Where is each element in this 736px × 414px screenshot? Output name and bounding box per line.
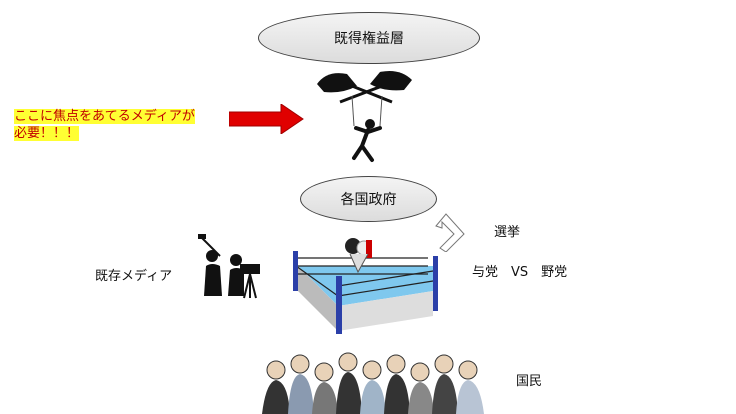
callout-text: ここに焦点をあてるメディアが 必要！！！	[14, 108, 195, 142]
puppeteer-hands-icon	[317, 71, 412, 162]
government-ellipse: 各国政府	[300, 176, 437, 222]
media-camera-crew-icon	[198, 234, 260, 299]
government-label: 各国政府	[340, 192, 397, 208]
vested-interests-ellipse: 既得権益層	[258, 12, 480, 64]
boxing-ring-icon	[293, 238, 438, 334]
citizens-label: 国民	[516, 374, 543, 389]
existing-media-label: 既存メディア	[95, 269, 173, 284]
vested-interests-label: 既得権益層	[334, 31, 404, 47]
red-arrow-icon	[229, 104, 304, 134]
chevron-arrow-icon	[435, 213, 465, 252]
callout-line-1: ここに焦点をあてるメディアが	[14, 109, 195, 124]
parties-label: 与党 VS 野党	[472, 265, 568, 280]
callout-line-2: 必要！！！	[14, 126, 80, 141]
citizens-crowd-icon	[262, 352, 484, 414]
election-label: 選挙	[494, 225, 521, 240]
